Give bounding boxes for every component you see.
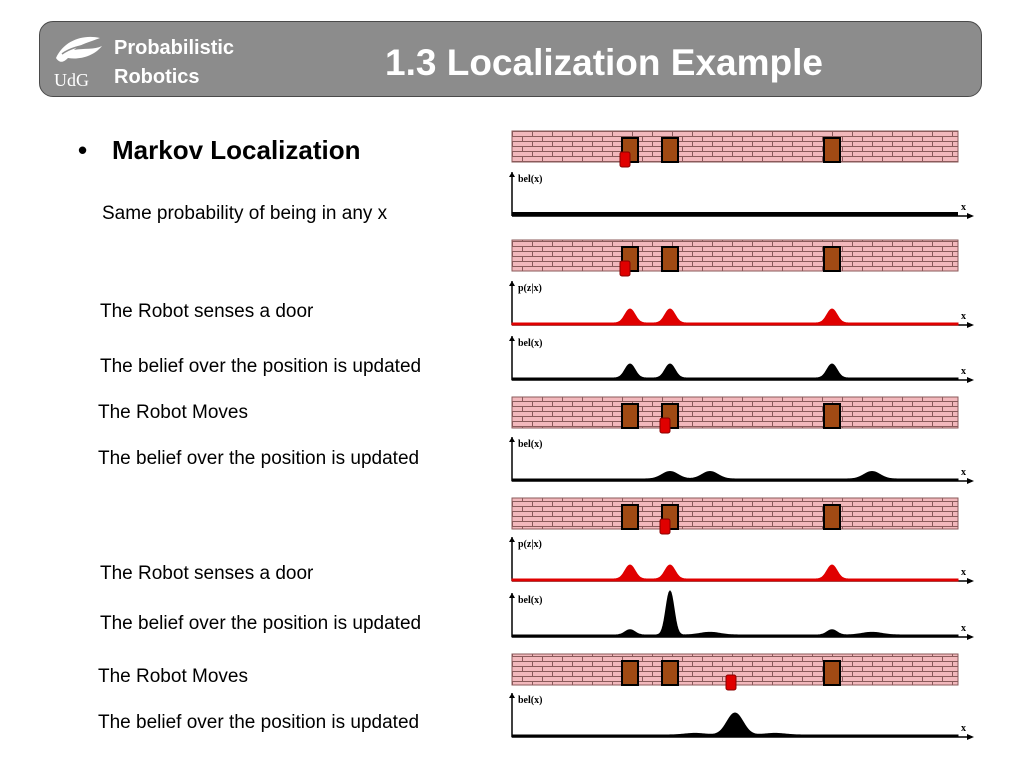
y-axis-arrow-icon xyxy=(509,693,515,698)
y-axis-label: bel(x) xyxy=(518,595,542,606)
caption-update-3: The belief over the position is updated xyxy=(100,613,422,634)
x-axis-label: x xyxy=(961,311,966,322)
belief-curve xyxy=(511,712,959,738)
y-axis-arrow-icon xyxy=(509,537,515,542)
y-axis-arrow-icon xyxy=(509,336,515,341)
logo-text: UdG xyxy=(54,70,89,90)
robot-icon xyxy=(725,674,737,691)
udg-logo-icon: UdG xyxy=(54,36,102,90)
bullet-item: • Markov Localization xyxy=(78,135,361,166)
course-name: Probabilistic Robotics xyxy=(114,34,234,92)
door xyxy=(621,403,639,429)
x-axis-label: x xyxy=(961,202,966,213)
belief-curve xyxy=(511,470,959,482)
sensor-model-curve xyxy=(511,564,959,582)
robot-icon xyxy=(619,151,631,168)
door xyxy=(823,137,841,163)
plot-uniform: bel(x) x xyxy=(509,172,974,219)
brick-wall xyxy=(511,396,959,429)
uniform-belief-curve xyxy=(512,212,958,216)
door xyxy=(823,660,841,686)
y-axis-arrow-icon xyxy=(509,172,515,177)
x-axis-label: x xyxy=(961,467,966,478)
y-axis-label: bel(x) xyxy=(518,338,542,349)
x-axis-arrow-icon xyxy=(967,634,974,640)
y-axis-label: p(z|x) xyxy=(518,539,542,550)
x-axis-label: x xyxy=(961,623,966,634)
x-axis-arrow-icon xyxy=(967,213,974,219)
caption-move-2: The Robot Moves xyxy=(98,666,248,687)
door xyxy=(661,137,679,163)
x-axis-arrow-icon xyxy=(967,377,974,383)
plot-sensor: p(z|x) x xyxy=(509,281,974,328)
wall-panel xyxy=(511,497,959,535)
robot-icon xyxy=(619,260,631,277)
course-line-2: Robotics xyxy=(114,66,200,88)
slide-header: UdG Probabilistic Robotics 1.3 Localizat… xyxy=(39,21,982,97)
door xyxy=(621,660,639,686)
y-axis-arrow-icon xyxy=(509,593,515,598)
y-axis-label: p(z|x) xyxy=(518,283,542,294)
brick-wall xyxy=(511,130,959,163)
x-axis-label: x xyxy=(961,366,966,377)
wall-panel xyxy=(511,396,959,434)
bullet-text: Markov Localization xyxy=(112,135,361,165)
x-axis-arrow-icon xyxy=(967,578,974,584)
course-line-1: Probabilistic xyxy=(114,37,235,59)
plot-belief4: bel(x) x xyxy=(509,693,974,740)
x-axis-arrow-icon xyxy=(967,322,974,328)
localization-figure: bel(x)xp(z|x)xbel(x)xbel(x)xp(z|x)xbel(x… xyxy=(509,130,974,740)
plot-belief3: bel(x) x xyxy=(509,590,974,640)
robot-icon xyxy=(659,417,671,434)
bullet-dot: • xyxy=(78,135,88,165)
belief-curve xyxy=(511,363,959,381)
caption-sense-2: The Robot senses a door xyxy=(100,563,314,584)
caption-sense-1: The Robot senses a door xyxy=(100,301,314,322)
y-axis-label: bel(x) xyxy=(518,174,542,185)
plot-sensor: p(z|x) x xyxy=(509,537,974,584)
door xyxy=(823,246,841,272)
caption-move-1: The Robot Moves xyxy=(98,402,248,423)
door xyxy=(823,403,841,429)
brick-wall xyxy=(511,497,959,530)
x-axis-arrow-icon xyxy=(967,734,974,740)
caption-update-1: The belief over the position is updated xyxy=(100,356,422,377)
caption-update-2: The belief over the position is updated xyxy=(98,448,420,469)
door xyxy=(661,246,679,272)
door xyxy=(621,504,639,530)
y-axis-label: bel(x) xyxy=(518,695,542,706)
sensor-model-curve xyxy=(511,308,959,326)
y-axis-arrow-icon xyxy=(509,281,515,286)
plot-belief2: bel(x) x xyxy=(509,437,974,484)
x-axis-arrow-icon xyxy=(967,478,974,484)
caption-uniform: Same probability of being in any x xyxy=(102,203,388,224)
door xyxy=(661,660,679,686)
robot-icon xyxy=(659,518,671,535)
wall-panel xyxy=(511,653,959,691)
wall-panel xyxy=(511,130,959,168)
x-axis-label: x xyxy=(961,567,966,578)
door xyxy=(823,504,841,530)
y-axis-label: bel(x) xyxy=(518,439,542,450)
slide-title: 1.3 Localization Example xyxy=(385,42,823,83)
wall-panel xyxy=(511,239,959,277)
x-axis-label: x xyxy=(961,723,966,734)
y-axis-arrow-icon xyxy=(509,437,515,442)
belief-curve xyxy=(511,590,959,638)
plot-belief1: bel(x) x xyxy=(509,336,974,383)
caption-update-4: The belief over the position is updated xyxy=(98,712,420,733)
brick-wall xyxy=(511,239,959,272)
